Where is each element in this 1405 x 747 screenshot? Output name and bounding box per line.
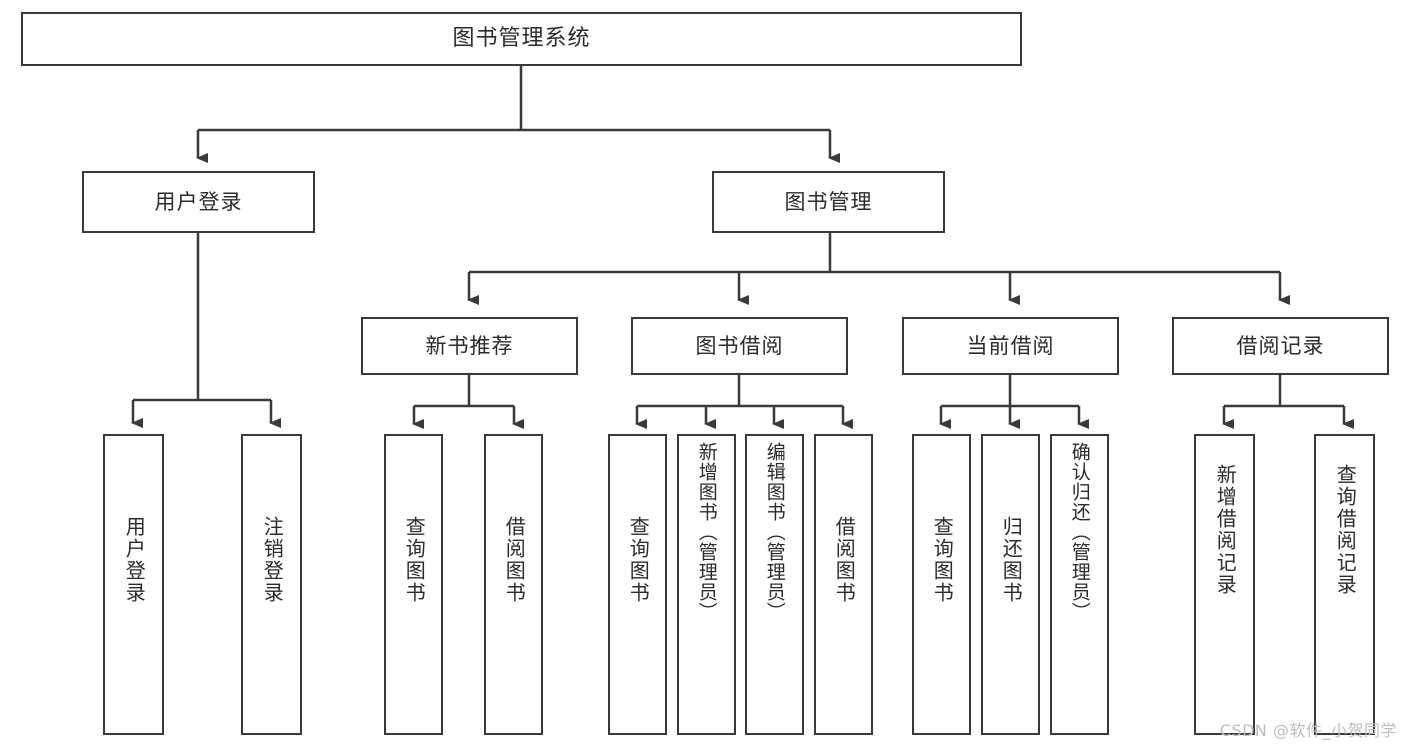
leaf-query-book-borrow[interactable]: 查询图书 — [608, 434, 667, 735]
leaf-borrow-book-recommend[interactable]: 借阅图书 — [484, 434, 543, 735]
node-user-login[interactable]: 用户登录 — [82, 171, 315, 233]
leaf-return-book[interactable]: 归还图书 — [981, 434, 1040, 735]
leaf-label: 查询图书 — [402, 516, 427, 604]
leaf-add-book-admin[interactable]: 新增图书（管理员） — [677, 434, 736, 735]
leaf-label: 借阅图书 — [832, 516, 857, 604]
leaf-query-borrow-record[interactable]: 查询借阅记录 — [1314, 434, 1375, 735]
node-root-system[interactable]: 图书管理系统 — [21, 12, 1022, 66]
node-new-book-recommend[interactable]: 新书推荐 — [361, 317, 578, 375]
node-book-management[interactable]: 图书管理 — [712, 171, 945, 233]
node-current-borrow[interactable]: 当前借阅 — [902, 317, 1119, 375]
node-label: 借阅记录 — [1236, 333, 1325, 358]
leaf-label: 查询图书 — [930, 516, 955, 604]
leaf-label: 借阅图书 — [502, 516, 527, 604]
leaf-label: 用户登录 — [122, 516, 147, 604]
leaf-label: 注销登录 — [260, 516, 285, 604]
leaf-label: 新增借阅记录 — [1213, 464, 1238, 596]
leaf-label: 查询图书 — [626, 516, 651, 604]
node-book-borrow[interactable]: 图书借阅 — [631, 317, 848, 375]
leaf-query-book-recommend[interactable]: 查询图书 — [384, 434, 443, 735]
node-label: 当前借阅 — [966, 333, 1055, 358]
node-label: 新书推荐 — [425, 333, 514, 358]
leaf-add-borrow-record[interactable]: 新增借阅记录 — [1194, 434, 1255, 735]
leaf-user-login[interactable]: 用户登录 — [103, 434, 164, 735]
leaf-label: 确认归还（管理员） — [1068, 442, 1091, 622]
leaf-label: 归还图书 — [999, 516, 1024, 604]
leaf-borrow-book[interactable]: 借阅图书 — [814, 434, 873, 735]
node-borrow-record[interactable]: 借阅记录 — [1172, 317, 1389, 375]
watermark-text: CSDN @软件_小贺同学 — [1219, 721, 1397, 740]
leaf-label: 编辑图书（管理员） — [763, 442, 786, 622]
leaf-confirm-return-admin[interactable]: 确认归还（管理员） — [1050, 434, 1109, 735]
leaf-label: 查询借阅记录 — [1333, 464, 1358, 596]
leaf-logout[interactable]: 注销登录 — [241, 434, 302, 735]
leaf-label: 新增图书（管理员） — [695, 442, 718, 622]
node-label: 图书借阅 — [695, 333, 784, 358]
node-label: 用户登录 — [154, 189, 243, 214]
leaf-edit-book-admin[interactable]: 编辑图书（管理员） — [745, 434, 804, 735]
leaf-query-book-current[interactable]: 查询图书 — [912, 434, 971, 735]
node-label: 图书管理系统 — [452, 26, 591, 51]
node-label: 图书管理 — [784, 189, 873, 214]
